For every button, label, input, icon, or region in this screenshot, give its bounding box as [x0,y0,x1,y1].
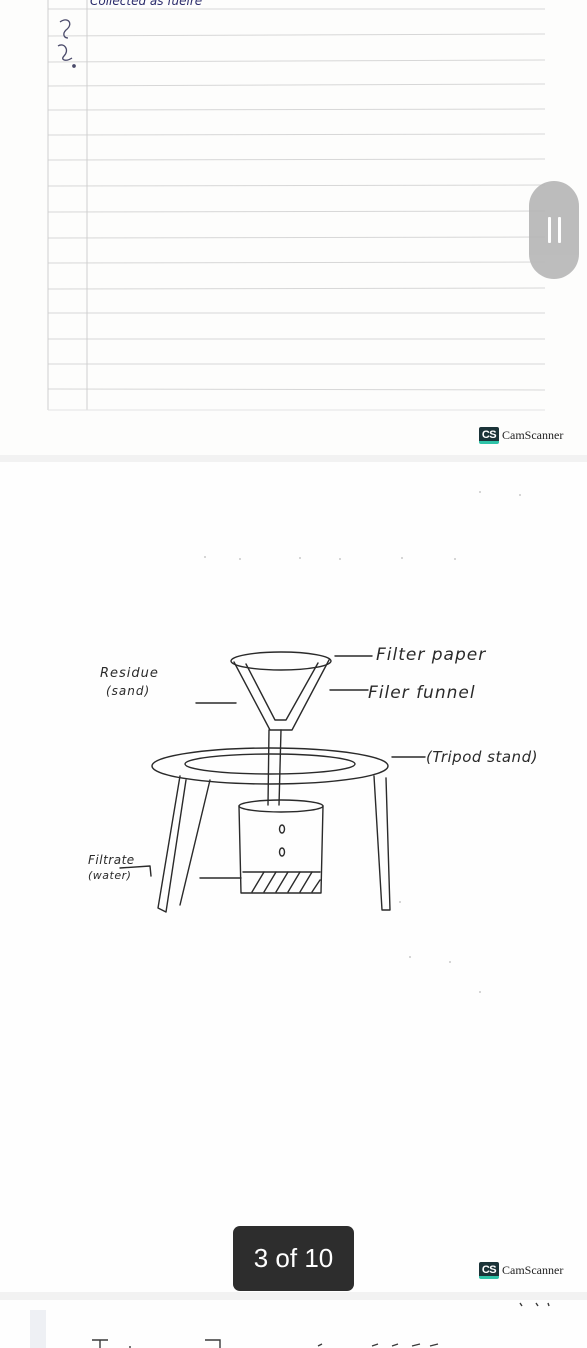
beaker-body [239,806,323,893]
camscanner-watermark: CS CamScanner [479,1262,563,1279]
margin-scribble-icon [58,20,75,67]
label-filtrate: Filtrate [88,853,135,867]
top-scrawl-text: Collected as fuelre [90,0,202,8]
ruled-paper [0,0,587,455]
label-tripod-stand: (Tripod stand) [426,748,538,766]
tripod-leg-left [158,776,186,912]
camscanner-logo-icon: CS [479,1262,499,1279]
camscanner-watermark: CS CamScanner [479,427,563,444]
scanned-page: Collected as fuelre CS CamScanner [0,0,587,455]
scanned-page: Filter paper Filer funnel (Tripod stand)… [0,462,587,1292]
camscanner-logo-icon: CS [479,427,499,444]
beaker-rim [239,800,323,812]
pause-icon [558,217,561,243]
scanned-page [0,1300,587,1348]
label-filter-paper: Filter paper [376,645,486,665]
camscanner-label: CamScanner [502,428,563,443]
funnel-stem [268,730,269,805]
pause-button[interactable] [529,181,579,279]
next-page-fragment [0,1300,587,1348]
label-residue-sub: (sand) [106,684,150,698]
label-filter-funnel: Filer funnel [368,683,476,703]
label-residue: Residue [100,666,159,681]
tripod-leg-right [374,776,390,910]
label-filtrate-sub: (water) [88,869,131,882]
camscanner-label: CamScanner [502,1263,563,1278]
page-indicator: 3 of 10 [233,1226,354,1291]
pause-icon [548,217,551,243]
